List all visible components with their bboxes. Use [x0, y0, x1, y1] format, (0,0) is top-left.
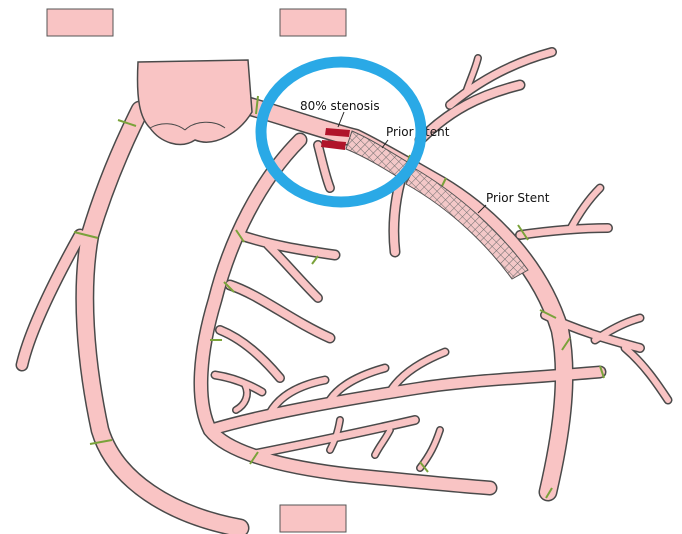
prior-stent-mid: [406, 168, 528, 279]
stenosis-label: 80% stenosis: [300, 99, 380, 113]
label-box-top-left: [47, 9, 113, 36]
vessel-fills: [22, 52, 668, 528]
aortic-root: [138, 60, 253, 144]
prior-stent-label-2: Prior Stent: [486, 191, 550, 205]
label-box-bottom: [280, 505, 346, 532]
label-box-top-middle: [280, 9, 346, 36]
